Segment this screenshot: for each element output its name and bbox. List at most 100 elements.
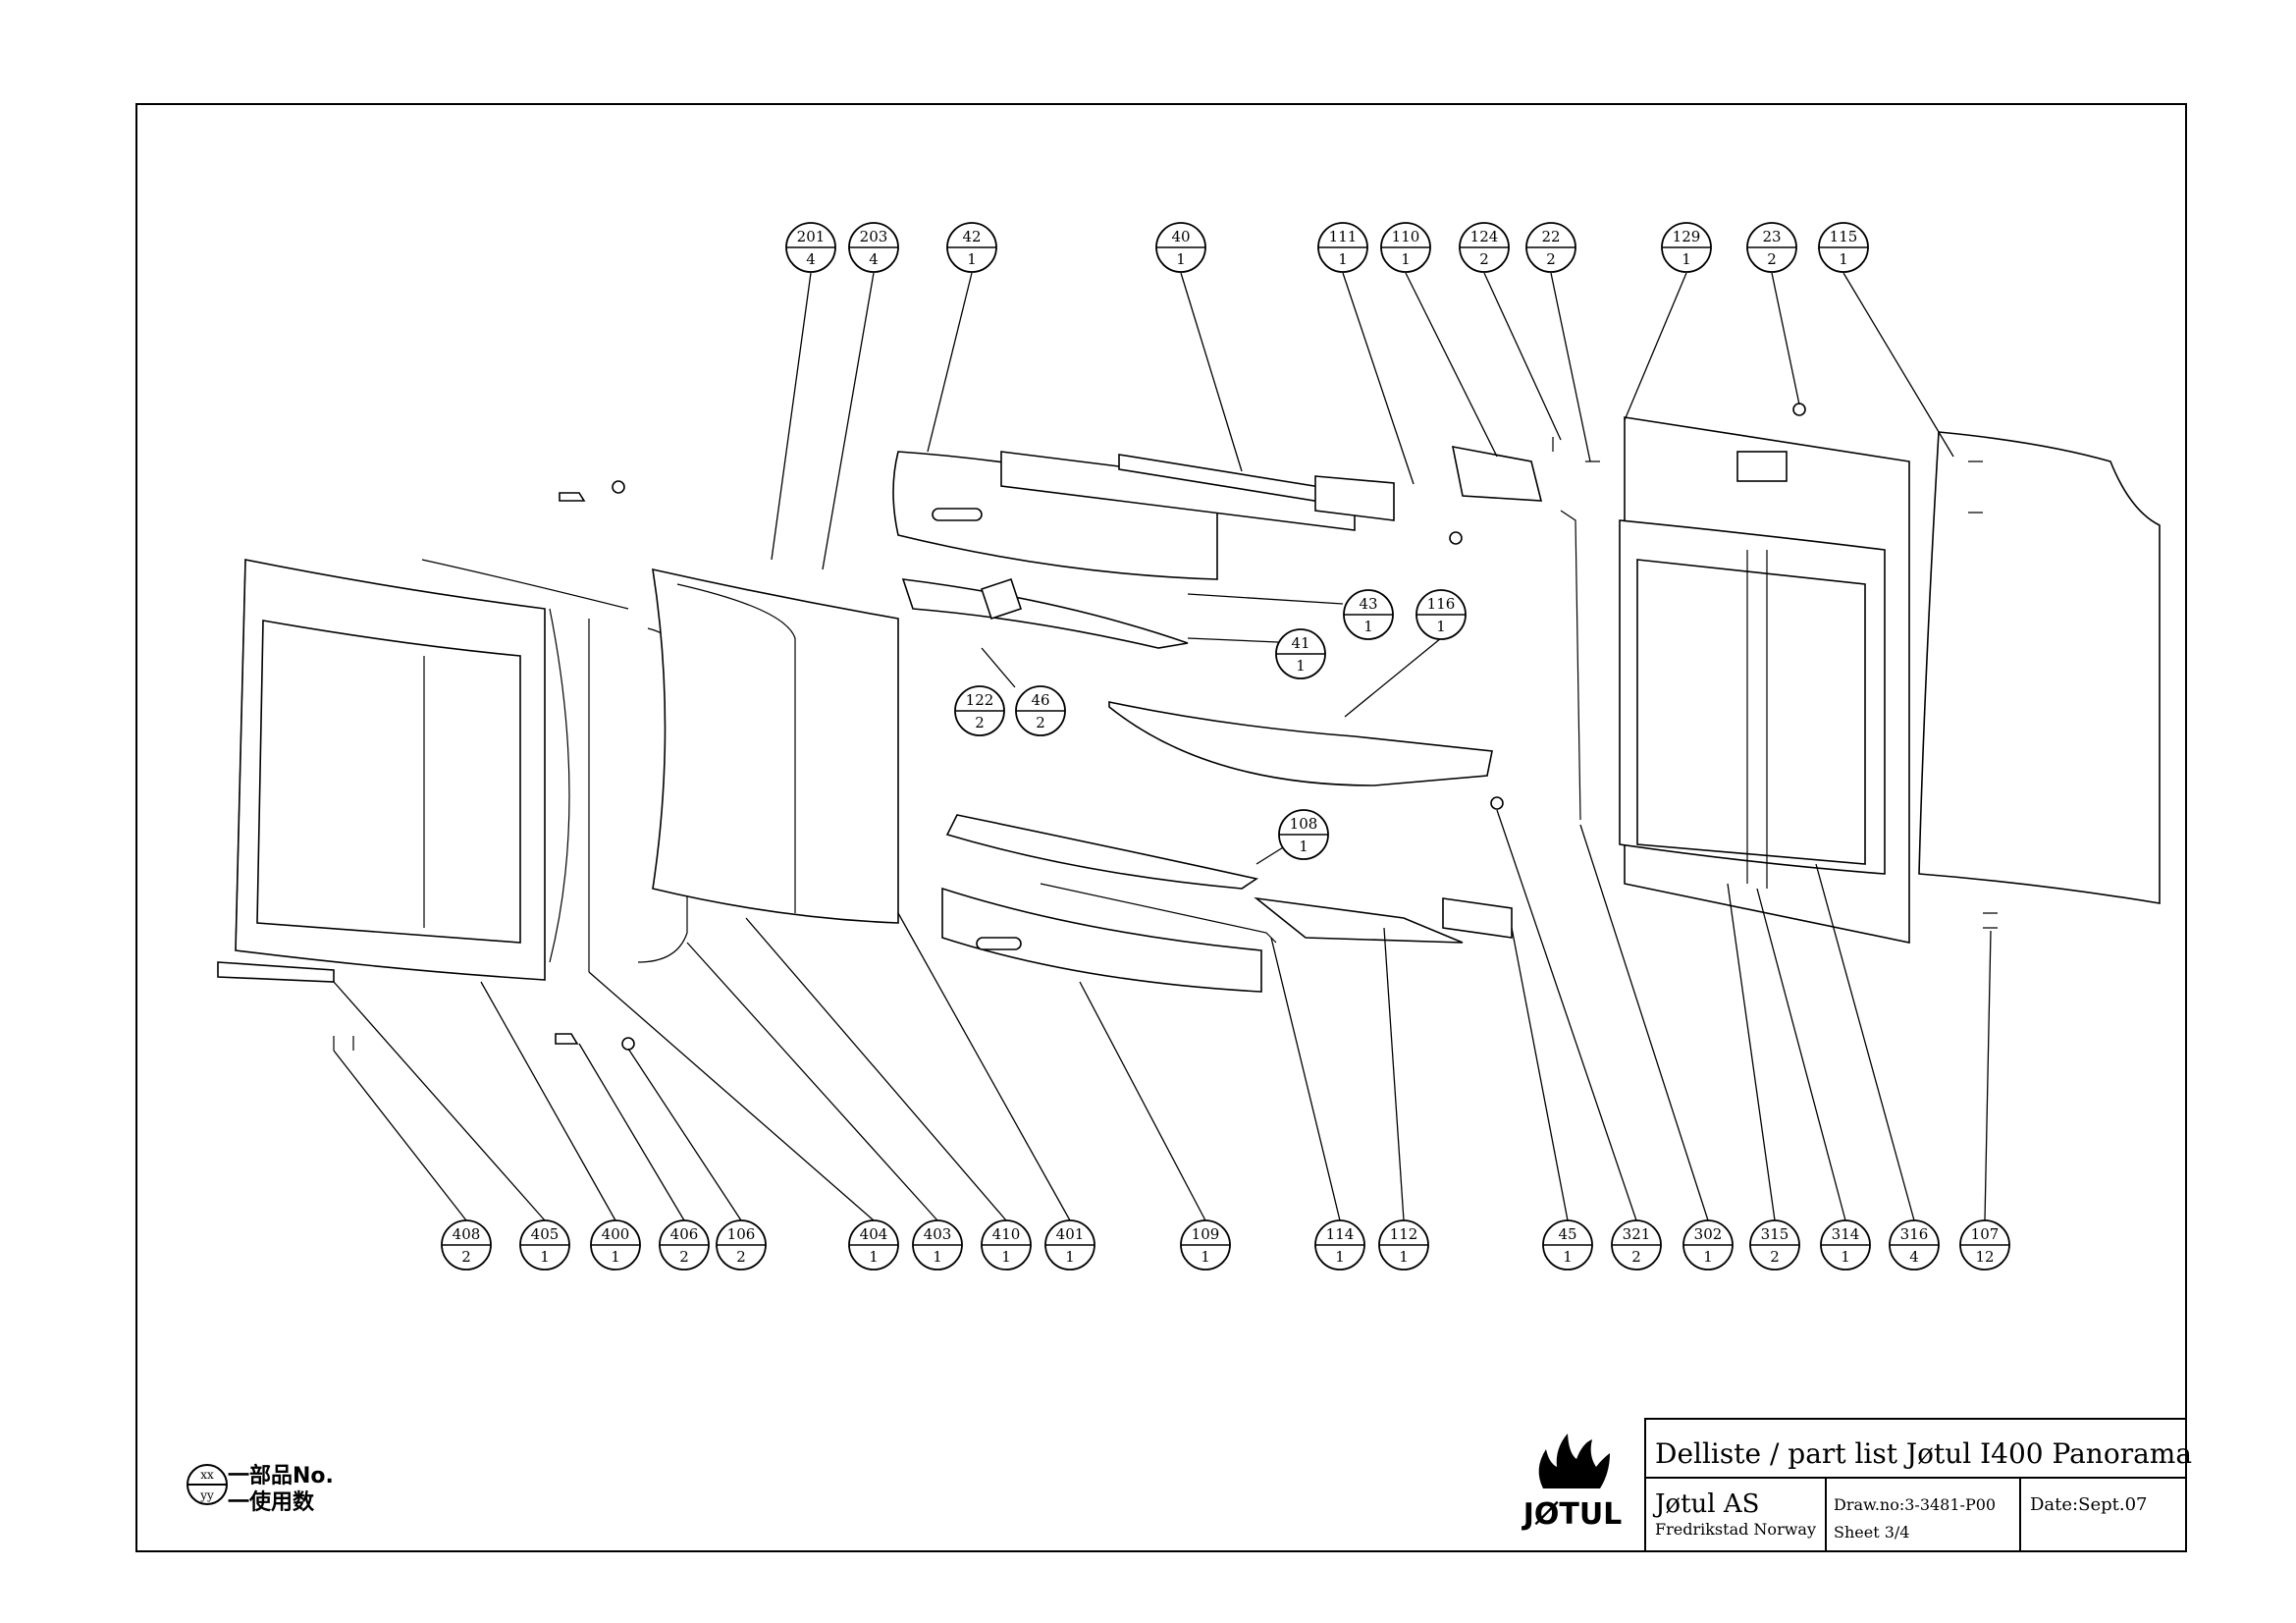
- part-number: 302: [1694, 1225, 1723, 1243]
- part-107-screws: [1968, 460, 1998, 929]
- part-114-rod: [1040, 883, 1277, 944]
- part-quantity: 2: [461, 1248, 471, 1266]
- part-110-bracket: [1451, 445, 1543, 502]
- part-406-bracket: [555, 1033, 579, 1045]
- part-number: 315: [1761, 1225, 1789, 1243]
- legend-line2: 一使用数: [228, 1489, 315, 1515]
- part-302-rod: [1560, 510, 1581, 821]
- part-108-plate: [945, 814, 1259, 890]
- part-number: 45: [1558, 1225, 1576, 1243]
- balloon-46: 462: [1015, 685, 1066, 736]
- company-location: Fredrikstad Norway: [1655, 1520, 1816, 1539]
- part-number: 116: [1427, 595, 1456, 613]
- part-list-title: Delliste / part list Jøtul I400 Panorama: [1655, 1437, 2192, 1470]
- part-number: 112: [1390, 1225, 1418, 1243]
- drawing-number: Draw.no:3-3481-P00: [1834, 1495, 1996, 1514]
- part-number: 316: [1900, 1225, 1929, 1243]
- part-quantity: 1: [1296, 657, 1306, 675]
- part-quantity: 1: [1563, 1248, 1573, 1266]
- part-quantity: 1: [1399, 1248, 1409, 1266]
- part-number: 115: [1830, 228, 1858, 245]
- part-quantity: 1: [1335, 1248, 1345, 1266]
- part-number: 405: [531, 1225, 560, 1243]
- part-quantity: 1: [1299, 838, 1308, 855]
- part-116-baffle: [1108, 701, 1493, 786]
- part-quantity: 1: [1001, 1248, 1011, 1266]
- part-quantity: 4: [869, 250, 879, 268]
- part-23-nut: [1792, 403, 1806, 416]
- part-number: 321: [1623, 1225, 1651, 1243]
- part-number: 201: [797, 228, 826, 245]
- part-quantity: 1: [933, 1248, 942, 1266]
- part-number: 46: [1031, 691, 1049, 709]
- part-111-bracket: [1314, 475, 1395, 521]
- part-quantity: 1: [1363, 618, 1373, 635]
- part-quantity: 1: [1201, 1248, 1210, 1266]
- part-quantity: 12: [1975, 1248, 1994, 1266]
- part-45-plate: [1442, 897, 1513, 939]
- part-number: 406: [670, 1225, 699, 1243]
- part-quantity: 2: [1631, 1248, 1641, 1266]
- part-quantity: 1: [1436, 618, 1446, 635]
- part-number: 107: [1971, 1225, 2000, 1243]
- balloon-42: 421: [946, 222, 997, 273]
- part-number: 109: [1192, 1225, 1220, 1243]
- part-number: 403: [924, 1225, 952, 1243]
- part-balloons: 2014203442140111111101124222212912321151…: [441, 222, 2010, 1271]
- part-quantity: 1: [1176, 250, 1186, 268]
- part-400-frame: [217, 559, 546, 983]
- part-quantity: 2: [1770, 1248, 1780, 1266]
- company-name: Jøtul AS: [1652, 1489, 1759, 1519]
- part-106-washer: [621, 1037, 635, 1051]
- part-number: 129: [1673, 228, 1701, 245]
- part-406-bracket-top: [559, 492, 586, 502]
- logo-text: JØTUL: [1522, 1497, 1623, 1532]
- part-41-deflector: [901, 578, 1189, 649]
- part-quantity: 2: [1546, 250, 1556, 268]
- balloon-23: 232: [1746, 222, 1797, 273]
- flame-icon: [1538, 1434, 1610, 1488]
- part-quantity: 2: [975, 714, 985, 731]
- part-number: 410: [992, 1225, 1021, 1243]
- part-22-124-pins: [1552, 437, 1600, 462]
- part-quantity: 1: [1682, 250, 1691, 268]
- part-quantity: 4: [806, 250, 816, 268]
- part-number: 122: [966, 691, 994, 709]
- part-quantity: 1: [1401, 250, 1411, 268]
- part-401-glass: [652, 568, 899, 924]
- part-number: 314: [1832, 1225, 1860, 1243]
- balloon-41: 411: [1275, 628, 1326, 679]
- part-number: 40: [1171, 228, 1190, 245]
- part-number: 43: [1359, 595, 1377, 613]
- balloon-40: 401: [1155, 222, 1206, 273]
- part-number: 400: [602, 1225, 630, 1243]
- legend-line1: 一部品No.: [228, 1463, 334, 1488]
- part-number: 22: [1541, 228, 1560, 245]
- part-number: 23: [1762, 228, 1781, 245]
- drawing-date: Date:Sept.07: [2030, 1494, 2147, 1515]
- sheet-number: Sheet 3/4: [1834, 1523, 1909, 1542]
- part-115-side-panel: [1918, 431, 2161, 904]
- part-number: 203: [860, 228, 888, 245]
- part-321-nut: [1490, 796, 1504, 810]
